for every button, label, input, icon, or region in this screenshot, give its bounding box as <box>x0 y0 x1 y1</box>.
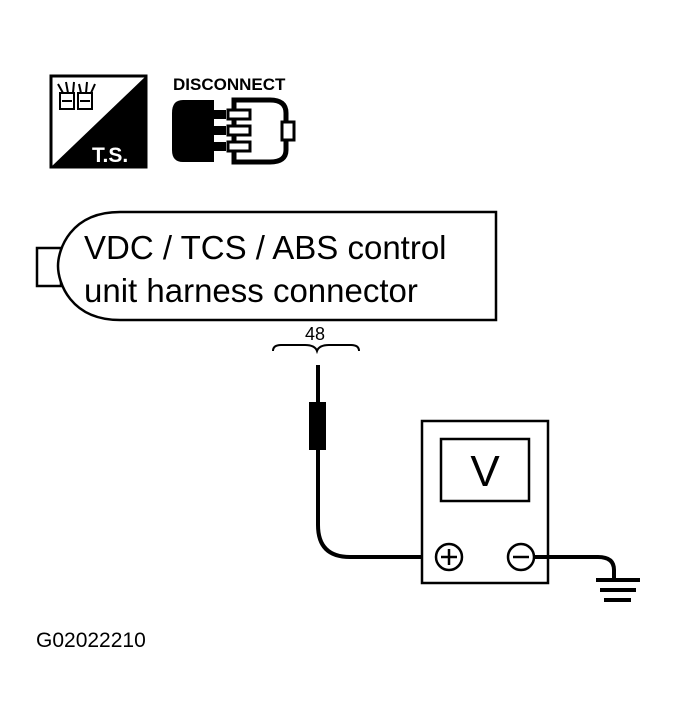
figure-code: G02022210 <box>36 629 146 652</box>
voltmeter: V <box>420 419 550 585</box>
positive-terminal-icon <box>434 542 464 572</box>
control-unit-harness-connector: VDC / TCS / ABS control unit harness con… <box>35 210 498 322</box>
disconnect-connector-icon: DISCONNECT <box>172 75 296 165</box>
terminal-number: 48 <box>305 324 325 344</box>
ground-lead <box>534 555 616 578</box>
disconnect-label: DISCONNECT <box>173 75 286 94</box>
probe-lead <box>309 365 436 559</box>
troubleshooting-label: T.S. <box>92 144 128 167</box>
troubleshooting-icon: T.S. <box>49 74 148 169</box>
connector-name-line1: VDC / TCS / ABS control <box>84 229 447 266</box>
terminal-48: 48 <box>272 324 360 355</box>
ground-icon <box>596 578 640 602</box>
meter-mode: V <box>470 447 500 496</box>
connector-name-line2: unit harness connector <box>84 272 418 309</box>
negative-terminal-icon <box>506 542 536 572</box>
